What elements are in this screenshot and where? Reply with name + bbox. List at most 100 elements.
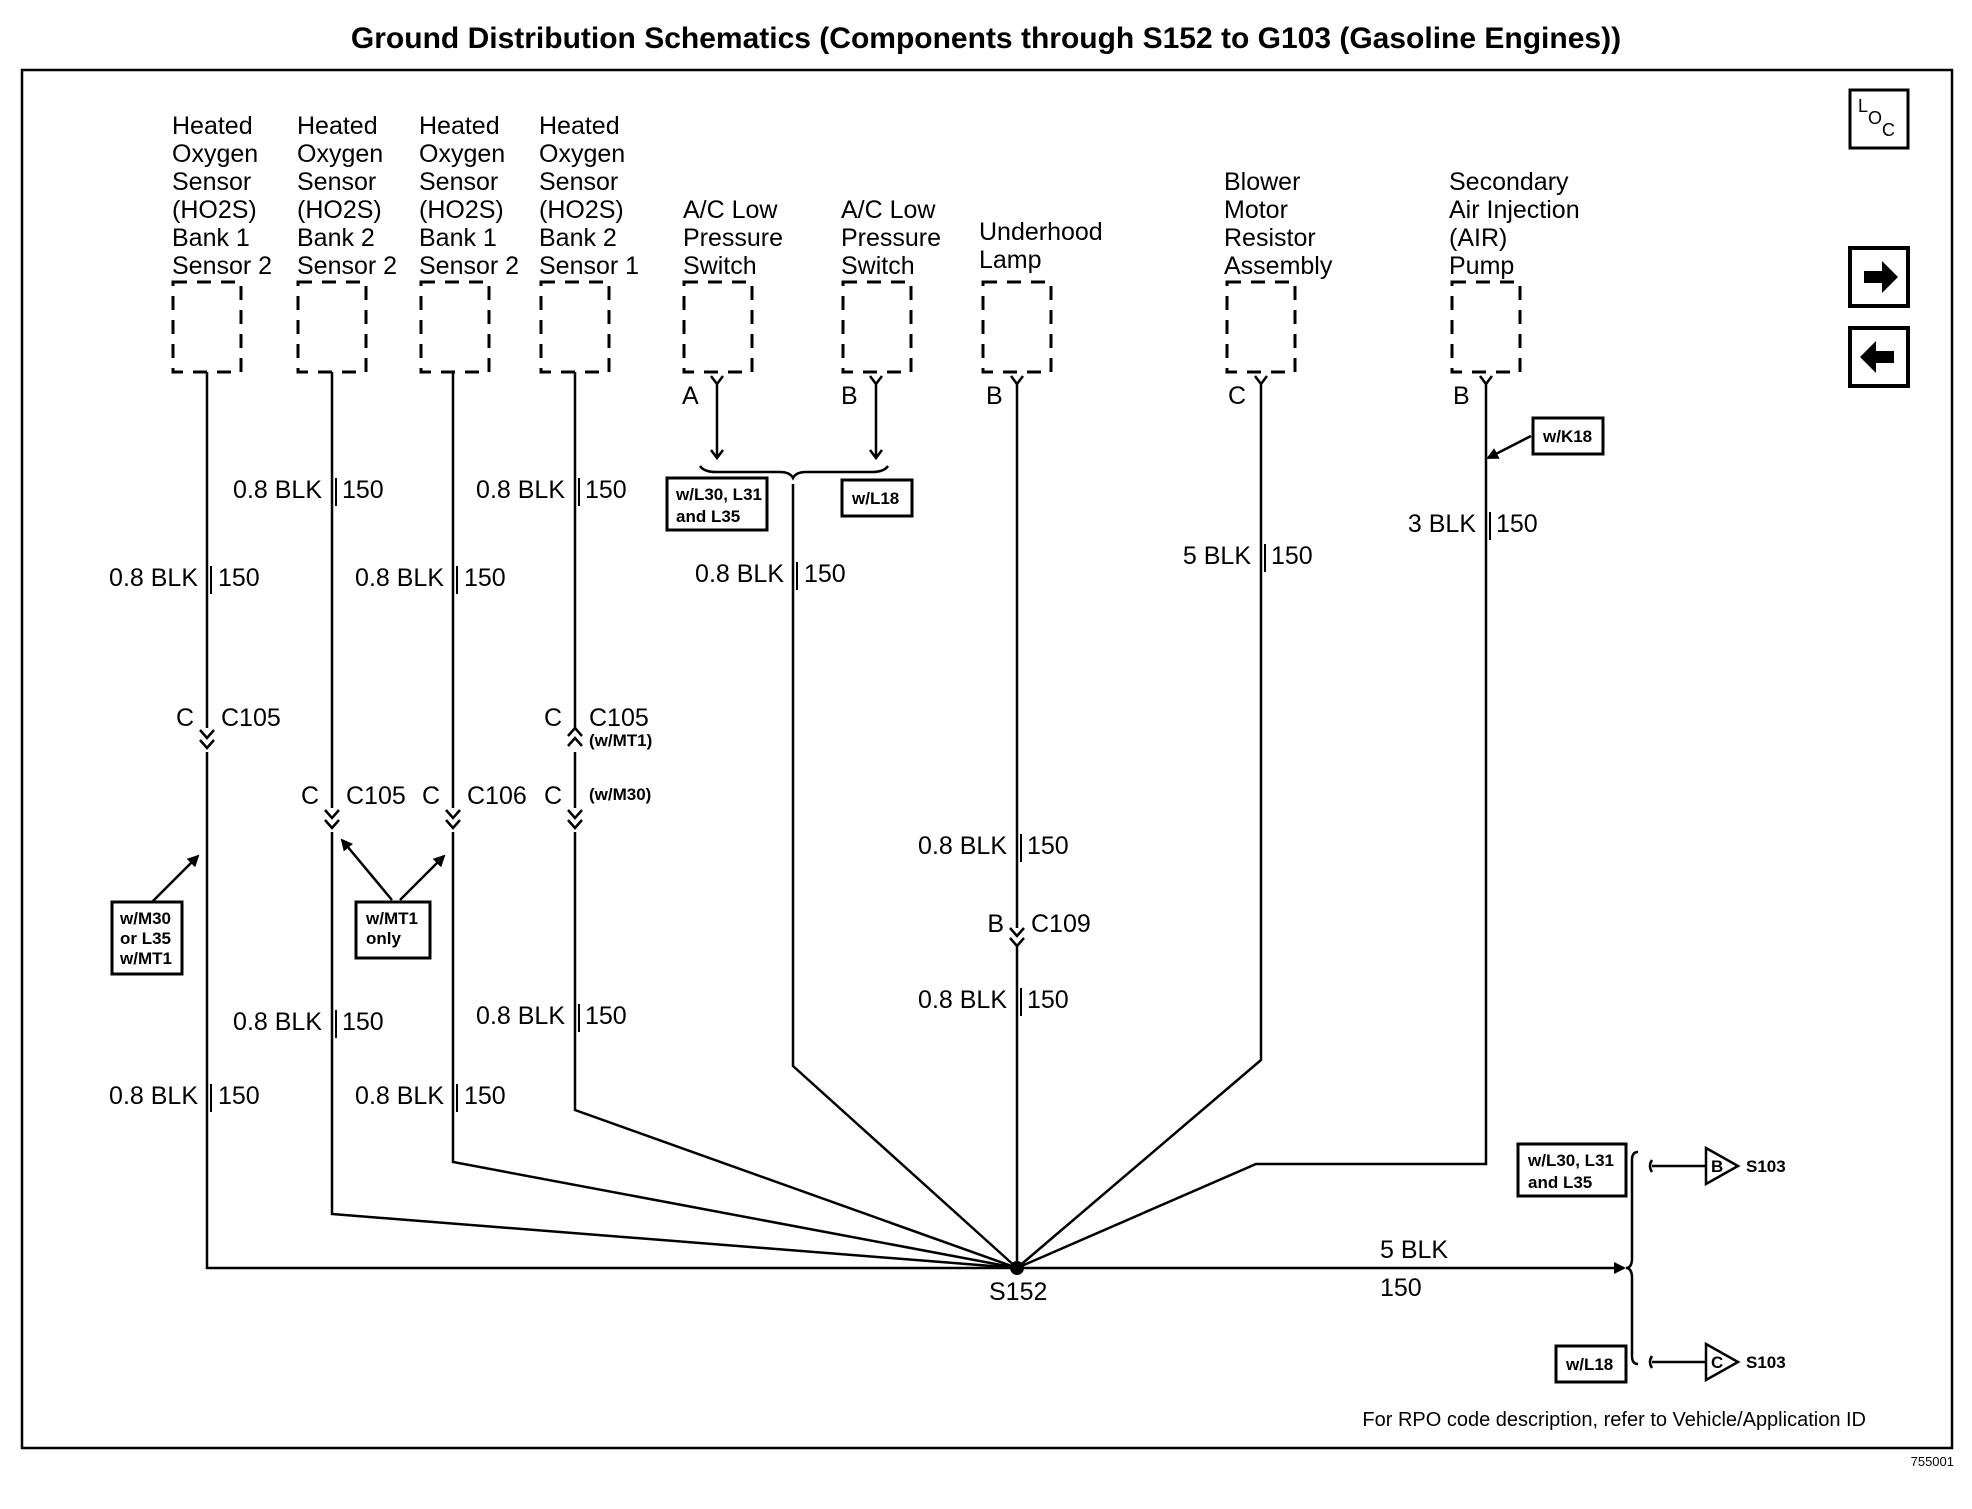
svg-text:Sensor 1: Sensor 1: [539, 252, 639, 280]
svg-text:0.8 BLK: 0.8 BLK: [109, 564, 198, 592]
svg-text:0.8 BLK: 0.8 BLK: [355, 564, 444, 592]
page-title: Ground Distribution Schematics (Componen…: [351, 22, 1621, 55]
svg-text:(HO2S): (HO2S): [297, 196, 382, 224]
svg-text:C: C: [1882, 120, 1895, 140]
svg-text:C105: C105: [221, 704, 281, 732]
svg-text:Sensor: Sensor: [539, 168, 618, 196]
pin-terminal: [1479, 375, 1493, 387]
svg-text:Motor: Motor: [1224, 196, 1288, 224]
svg-text:C106: C106: [467, 782, 527, 810]
ac-merge-bracket: [698, 465, 890, 481]
svg-text:150: 150: [1271, 542, 1313, 570]
component-box: [682, 280, 754, 374]
svg-text:Assembly: Assembly: [1224, 252, 1333, 280]
connector-c105-symbol: [199, 729, 215, 750]
offpage-ref-b-s103: B S103: [1648, 1145, 1786, 1187]
wire-ac-common: [791, 484, 1018, 1269]
wire-ac-b: [869, 384, 883, 461]
svg-text:Switch: Switch: [683, 252, 757, 280]
svg-text:Sensor: Sensor: [419, 168, 498, 196]
svg-text:w/MT1: w/MT1: [365, 909, 418, 928]
svg-text:C109: C109: [1031, 910, 1091, 938]
pin-terminal: [1010, 375, 1024, 387]
component-box: [419, 280, 491, 374]
svg-text:Oxygen: Oxygen: [419, 140, 505, 168]
svg-text:w/MT1: w/MT1: [119, 949, 172, 968]
output-bracket: [1625, 1150, 1639, 1366]
svg-text:B: B: [987, 910, 1004, 938]
svg-text:(HO2S): (HO2S): [539, 196, 624, 224]
svg-text:and L35: and L35: [1528, 1173, 1592, 1192]
option-box-l18: w/L18: [840, 478, 914, 518]
svg-text:Bank 2: Bank 2: [539, 224, 617, 252]
component-box: [539, 280, 611, 374]
splice-s152-label: S152: [989, 1278, 1047, 1306]
svg-text:150: 150: [464, 564, 506, 592]
svg-text:C: C: [301, 782, 319, 810]
prev-page-arrow-icon[interactable]: [1848, 326, 1910, 388]
option-box-k18: w/K18: [1531, 416, 1605, 456]
wire-ho2s-b2s2: [330, 372, 1018, 1270]
svg-text:Heated: Heated: [539, 112, 620, 140]
svg-text:and L35: and L35: [676, 507, 740, 526]
svg-text:Pump: Pump: [1449, 252, 1514, 280]
figure-id: 755001: [1911, 1454, 1954, 1469]
svg-text:(AIR): (AIR): [1449, 224, 1507, 252]
component-box: [296, 280, 368, 374]
svg-text:C105: C105: [589, 704, 649, 732]
svg-text:C105: C105: [346, 782, 406, 810]
component-box: [171, 280, 243, 374]
component-air-pump-label: Secondary Air Injection (AIR) Pump: [1449, 168, 1580, 280]
offpage-ref-c-s103: C S103: [1648, 1341, 1786, 1383]
component-box: [1225, 280, 1297, 374]
wire-ho2s-b2s1: [573, 372, 1018, 1270]
svg-text:0.8 BLK: 0.8 BLK: [476, 476, 565, 504]
svg-text:0.8 BLK: 0.8 BLK: [355, 1082, 444, 1110]
svg-text:Bank 2: Bank 2: [297, 224, 375, 252]
component-ho2s-bank2-sensor2-label: Heated Oxygen Sensor (HO2S) Bank 2 Senso…: [297, 112, 397, 280]
svg-text:0.8 BLK: 0.8 BLK: [918, 986, 1007, 1014]
pin-label: A: [682, 382, 699, 410]
svg-text:S103: S103: [1746, 1353, 1786, 1372]
pin-label: B: [986, 382, 1003, 410]
svg-text:(HO2S): (HO2S): [419, 196, 504, 224]
svg-text:B: B: [1711, 1157, 1723, 1176]
svg-text:0.8 BLK: 0.8 BLK: [695, 560, 784, 588]
component-ho2s-bank1-sensor2-label: Heated Oxygen Sensor (HO2S) Bank 1 Senso…: [172, 112, 272, 280]
option-box-m30-l35-mt1: w/M30 or L35 w/MT1: [110, 900, 184, 976]
pin-terminal: [710, 375, 724, 387]
svg-text:only: only: [366, 929, 401, 948]
option-box-right-l18: w/L18: [1554, 1344, 1628, 1384]
svg-text:150: 150: [218, 1082, 260, 1110]
svg-text:Sensor 2: Sensor 2: [297, 252, 397, 280]
svg-text:Secondary: Secondary: [1449, 168, 1569, 196]
svg-text:0.8 BLK: 0.8 BLK: [476, 1002, 565, 1030]
svg-text:150: 150: [804, 560, 846, 588]
next-page-arrow-icon[interactable]: [1848, 246, 1910, 308]
component-ho2s-bank1-sensor2b-label: Heated Oxygen Sensor (HO2S) Bank 1 Senso…: [419, 112, 519, 280]
svg-text:A/C Low: A/C Low: [841, 196, 936, 224]
svg-text:Pressure: Pressure: [841, 224, 941, 252]
svg-text:3 BLK: 3 BLK: [1408, 510, 1476, 538]
svg-text:Pressure: Pressure: [683, 224, 783, 252]
svg-text:150: 150: [585, 1002, 627, 1030]
svg-text:w/L30, L31: w/L30, L31: [1527, 1151, 1614, 1170]
svg-text:C: C: [1711, 1353, 1723, 1372]
label-ticks: [210, 478, 1491, 1112]
svg-text:Switch: Switch: [841, 252, 915, 280]
svg-text:Sensor 2: Sensor 2: [419, 252, 519, 280]
svg-text:Underhood: Underhood: [979, 218, 1103, 246]
svg-text:or L35: or L35: [120, 929, 171, 948]
svg-text:L: L: [1858, 96, 1868, 116]
svg-text:Sensor 2: Sensor 2: [172, 252, 272, 280]
svg-text:Blower: Blower: [1224, 168, 1300, 196]
loc-icon[interactable]: L O C: [1848, 88, 1910, 150]
svg-text:Oxygen: Oxygen: [539, 140, 625, 168]
svg-text:C: C: [176, 704, 194, 732]
component-ho2s-bank2-sensor1-label: Heated Oxygen Sensor (HO2S) Bank 2 Senso…: [539, 112, 639, 280]
pin-label: B: [1453, 382, 1470, 410]
svg-text:Heated: Heated: [419, 112, 500, 140]
wire-ac-a: [710, 384, 724, 461]
